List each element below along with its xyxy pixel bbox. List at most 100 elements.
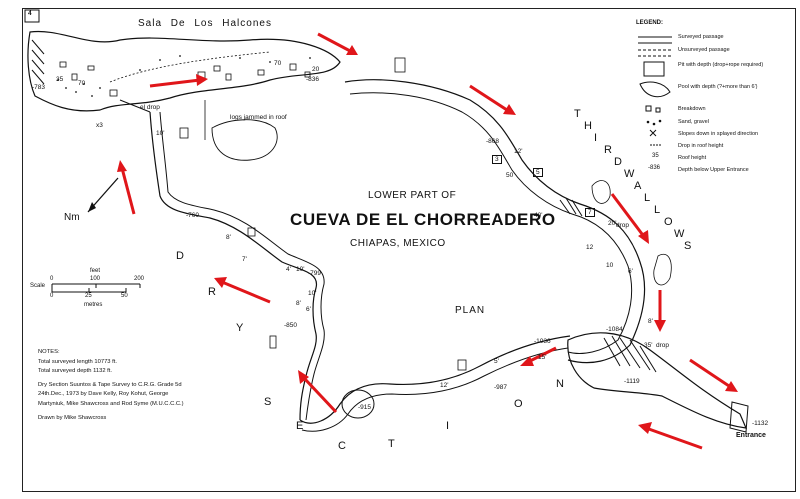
station-box: 5 — [533, 168, 543, 177]
breakdown-blocks — [59, 61, 311, 97]
drop-note: drop — [656, 342, 670, 349]
section-passage-outer — [299, 335, 571, 424]
legend-depth-sample: -836 — [648, 165, 661, 171]
legend-roof-sample: 35 — [652, 153, 659, 159]
section-letter: Y — [236, 322, 244, 334]
entrance-end — [729, 401, 749, 433]
scale-feet-label: feet — [90, 268, 101, 274]
roof-height-label: 6' — [628, 268, 633, 275]
legend-item: Sand, gravel — [678, 119, 709, 125]
el-drop-note: el drop — [140, 104, 160, 111]
roof-height-label: 12' — [440, 382, 449, 389]
section-letter: T — [388, 438, 395, 450]
roof-height-label: 12 — [586, 244, 594, 251]
section-letter: S — [264, 396, 272, 408]
plan-label: PLAN — [455, 305, 486, 316]
notes: NOTES: Total surveyed length 10773 ft. T… — [38, 348, 184, 423]
roof-height-label: 50 — [506, 172, 514, 179]
scale-feet-tick: 0 — [50, 276, 54, 282]
depth-label: -1132 — [752, 420, 769, 427]
depth-label: -836 — [306, 76, 320, 83]
notes-line: Martyniuk, Mike Shawcross and Rod Syme (… — [38, 400, 184, 407]
sala-chamber-outline — [27, 30, 341, 112]
pool-hatch-1 — [559, 197, 583, 217]
roof-height-label: 70 — [274, 60, 282, 67]
section-letter: H — [584, 120, 592, 132]
chamber-915 — [341, 389, 375, 419]
roof-height-label: 10 — [606, 262, 614, 269]
scale-metres-tick: 50 — [121, 293, 128, 299]
logs-outline — [211, 119, 278, 161]
roof-height-label: 4' — [286, 266, 291, 273]
section-passage-inner — [301, 347, 569, 432]
section-letter: T — [574, 108, 581, 120]
roof-height-label: 10' — [156, 130, 165, 137]
section-letter: I — [446, 420, 450, 432]
legend-item: Unsurveyed passage — [678, 47, 730, 53]
legend-symbols — [638, 36, 672, 146]
section-letter: R — [208, 286, 216, 298]
legend-item: Breakdown — [678, 106, 706, 112]
dry-section-passage-inner — [159, 111, 325, 421]
station-box: 3 — [492, 155, 502, 164]
depth-label: -1084 — [606, 326, 623, 333]
map-title-place: CHIAPAS, MEXICO — [350, 238, 446, 249]
section-letter: A — [634, 180, 642, 192]
roof-height-label: 70 — [78, 80, 86, 87]
section-letter: D — [614, 156, 622, 168]
depth-label: -915 — [358, 404, 372, 411]
legend-item: Slopes down in splayed direction — [678, 131, 759, 137]
legend-item: Drop in roof height — [678, 143, 724, 149]
section-letter: D — [176, 250, 184, 262]
el-drop-line — [119, 99, 151, 113]
scale-feet-tick: 100 — [90, 276, 101, 282]
notes-line: Total surveyed length 10773 ft. — [38, 358, 117, 365]
roof-height-label: 40' — [534, 212, 543, 219]
scale-label: Scale — [30, 283, 46, 289]
roof-height-label: 5' — [494, 358, 499, 365]
roof-height-label: 8' — [648, 318, 653, 325]
roof-height-label: 20 — [312, 66, 320, 73]
map-title-main: CUEVA DE EL CHORREADERO — [290, 210, 556, 229]
depth-label: -760 — [186, 212, 200, 219]
sala-label: Sala De Los Halcones — [138, 18, 272, 29]
roof-height-label: 7' — [242, 256, 247, 263]
side-chamber-4 — [269, 335, 277, 349]
roof-height-label: 20' — [608, 220, 617, 227]
side-blob-2 — [653, 253, 672, 286]
side-chamber-2 — [179, 127, 189, 139]
side-chamber-3 — [247, 227, 256, 237]
section-letter: N — [556, 378, 564, 390]
section-letter: C — [338, 440, 346, 452]
roof-height-label: 6' — [306, 306, 311, 313]
legend-item: Pit with depth (drop+rope required) — [678, 62, 764, 68]
roof-height-label: 35 — [56, 76, 64, 83]
x3-note: x3 — [96, 122, 103, 129]
depth-label: -1036 — [534, 338, 551, 345]
north-arrow-head — [88, 202, 96, 212]
section-letter: S — [684, 240, 692, 252]
station-box: 7 — [585, 208, 595, 217]
legend-item: Pool with depth (?+more than 6') — [678, 84, 758, 90]
section-letter: O — [514, 398, 523, 410]
roof-height-label: 12' — [514, 148, 523, 155]
roof-height-label: 15' — [538, 354, 547, 361]
north-label: Nm — [64, 212, 80, 223]
depth-label: -1119 — [624, 378, 640, 385]
legend-item: Surveyed passage — [678, 34, 724, 40]
section-letter: L — [654, 204, 661, 216]
logs-jammed-note: logs jammed in roof — [230, 114, 287, 121]
sand-gravel-dots — [57, 55, 311, 97]
roof-height-label: 10' — [308, 290, 317, 297]
roof-height-label: 10' — [296, 266, 305, 273]
map-title-top: LOWER PART OF — [368, 190, 457, 201]
third-wallows-passage-inner — [349, 92, 633, 354]
roof-height-label: 8' — [226, 234, 231, 241]
section-letter: L — [644, 192, 651, 204]
notes-line: Dry Section Suuntos & Tape Survey to C.R… — [38, 381, 182, 388]
entrance-label: Entrance — [736, 432, 766, 439]
red-arrows — [117, 32, 738, 450]
roof-height-label: 35' — [644, 342, 653, 349]
entrance-hatch — [603, 335, 657, 373]
